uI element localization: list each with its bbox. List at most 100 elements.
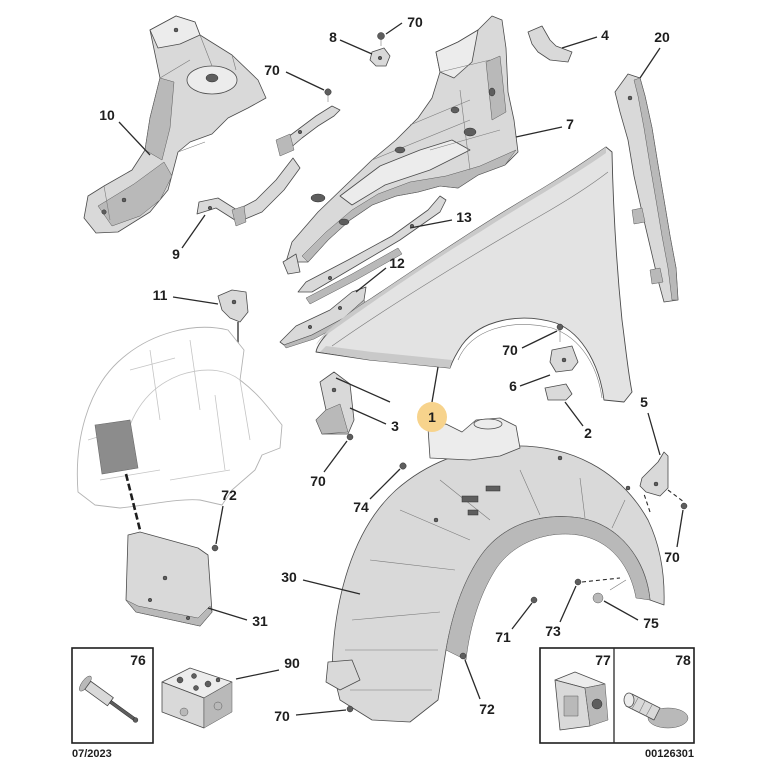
callout: 70	[310, 440, 348, 489]
callout-number: 1	[428, 409, 436, 425]
part-9-tab	[275, 133, 295, 157]
part-30-wheel-arch-liner	[325, 417, 665, 723]
leader-line	[511, 602, 533, 630]
part-10	[83, 15, 267, 234]
push-rivet-tip	[623, 692, 635, 708]
callout: 5	[640, 394, 661, 456]
screw-73-line	[581, 577, 621, 583]
part-2	[544, 383, 573, 401]
screw-73	[574, 577, 627, 591]
leader-line	[207, 607, 248, 621]
callout-number: 20	[654, 29, 670, 45]
callout: 30	[281, 569, 361, 595]
part-5-liner-line	[643, 493, 651, 513]
part-7-hole	[463, 127, 477, 137]
screw-72-bottom	[459, 652, 467, 660]
callout-number: 74	[353, 499, 369, 515]
callout-number: 13	[456, 209, 472, 225]
part-10-hole	[101, 209, 107, 215]
callout-number: 6	[509, 378, 517, 394]
inset-box-number: 77	[595, 652, 611, 668]
part-7-hole	[450, 106, 460, 114]
part-20-tab	[631, 207, 646, 225]
highlight-circle	[417, 402, 447, 432]
callout-number: 31	[252, 613, 268, 629]
leader-line	[561, 36, 598, 49]
callout-number: 11	[153, 287, 168, 303]
ghost-liner-shell	[76, 326, 283, 509]
fender-lower-shade	[320, 346, 452, 368]
leader-line	[215, 505, 224, 545]
liner-hole	[557, 455, 563, 461]
inset-box-number: 78	[675, 652, 691, 668]
part-9	[196, 105, 341, 227]
leader-line	[235, 669, 280, 680]
screw-71	[530, 596, 538, 604]
leader-line	[385, 22, 403, 35]
callout-number: 73	[545, 623, 561, 639]
leader-line	[676, 509, 684, 548]
part-7-lower-face	[301, 149, 517, 263]
callout: 8	[329, 29, 373, 55]
part-6-hole	[561, 357, 567, 363]
part-9-lower-strip	[196, 157, 301, 223]
inset-box-76-frame	[71, 647, 154, 744]
liner-label	[485, 485, 501, 492]
callout: 70	[274, 708, 347, 724]
liner-duct-top	[473, 418, 503, 430]
ghost-wheel-arch-liner	[76, 326, 283, 531]
part-1-fender	[315, 146, 633, 403]
screw-70-top	[377, 32, 385, 46]
callout-number: 70	[407, 14, 423, 30]
callout-number: 30	[281, 569, 297, 585]
callout-number: 70	[264, 62, 280, 78]
callout-highlighted: 1	[417, 366, 447, 432]
callout-number: 9	[172, 246, 180, 262]
part-10-hole	[205, 73, 219, 83]
part-90-kit-box	[161, 667, 233, 729]
leader-line	[647, 412, 661, 456]
part-7-edges	[371, 59, 501, 171]
fender-arch-lip	[457, 324, 603, 399]
callout-number: 75	[643, 615, 659, 631]
part-10-edges	[103, 34, 237, 221]
screw-head	[324, 88, 332, 96]
liner-bottom-flange	[325, 659, 361, 691]
part-20	[614, 73, 679, 303]
clip-77	[554, 671, 609, 731]
leader-line	[172, 296, 219, 305]
leader-line	[323, 440, 348, 473]
callout: 75	[603, 600, 659, 631]
callout-number: 71	[495, 629, 511, 645]
leader-line	[369, 468, 401, 500]
callout: 4	[561, 27, 609, 49]
clip-75-head	[592, 592, 604, 604]
liner-inner-band	[445, 516, 651, 661]
callout-number: 70	[664, 549, 680, 565]
leader-line	[409, 219, 453, 229]
fender-top-flange	[316, 147, 606, 345]
screw-head	[574, 578, 582, 586]
leader-line	[431, 366, 439, 403]
callout-number: 4	[601, 27, 609, 43]
part-7-panel	[339, 139, 471, 206]
rivet-mandrel-end	[132, 717, 139, 723]
callout: 10	[99, 107, 151, 156]
screw-head	[556, 323, 564, 331]
callout-number: 5	[640, 394, 648, 410]
part-20-edge	[633, 77, 679, 301]
callout-number: 8	[329, 29, 337, 45]
kit-item	[176, 676, 184, 684]
callout: 31	[207, 607, 268, 629]
inset-box-77-78	[539, 647, 695, 744]
screw-70-left	[324, 88, 332, 102]
push-rivet-head	[647, 707, 689, 729]
part-13-bar	[297, 195, 447, 293]
callout: 6	[509, 374, 551, 394]
callout-number: 70	[274, 708, 290, 724]
liner-hole	[625, 485, 631, 491]
callout: 74	[353, 468, 401, 515]
part-20-tab	[649, 267, 664, 285]
part-7-rib	[485, 55, 507, 121]
part-3-rod	[335, 377, 391, 403]
